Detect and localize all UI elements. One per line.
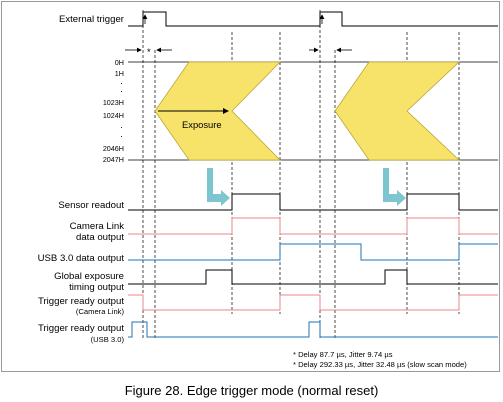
timing-diagram: External trigger * 0H 1H · · 1023H 1024H… — [38, 10, 498, 369]
diagram-frame: External trigger * 0H 1H · · 1023H 1024H… — [1, 1, 500, 372]
row-label-0h: 0H — [115, 58, 124, 67]
row-label-2047h: 2047H — [103, 155, 124, 164]
global-exposure-label-line1: Global exposure — [54, 271, 124, 282]
row-ellipsis: · — [120, 78, 123, 88]
trigger-ready-usb-trace — [128, 321, 498, 338]
delay-asterisk: * — [147, 47, 151, 58]
row-ellipsis: · — [120, 131, 123, 141]
camera-link-label-line1: Camera Link — [70, 221, 125, 232]
note-delay-slow: * Delay 292.33 µs, Jitter 32.48 µs (slow… — [293, 360, 467, 369]
exposure-region — [334, 61, 461, 161]
sensor-readout-trace — [128, 193, 498, 211]
exposure-label: Exposure — [182, 119, 222, 130]
figure-caption: Figure 28. Edge trigger mode (normal res… — [124, 383, 379, 398]
row-ellipsis: · — [120, 122, 123, 132]
guide-lines — [142, 10, 460, 340]
row-label-1024h: 1024H — [103, 111, 124, 120]
row-label-1h: 1H — [115, 69, 124, 78]
usb-data-trace — [128, 243, 498, 261]
external-trigger-trace — [128, 11, 498, 27]
camera-link-label-line2: data output — [76, 232, 124, 243]
delay-marker: * — [125, 47, 352, 58]
trigger-ready-cl-trace — [128, 294, 498, 311]
row-label-2046h: 2046H — [103, 144, 124, 153]
usb-data-label: USB 3.0 data output — [38, 253, 125, 264]
note-delay-normal: * Delay 87.7 µs, Jitter 9.74 µs — [293, 350, 393, 359]
camera-link-trace — [128, 217, 498, 235]
external-trigger-label: External trigger — [59, 14, 125, 25]
sensor-readout-label: Sensor readout — [58, 200, 124, 211]
row-label-1023h: 1023H — [103, 98, 124, 107]
row-ellipsis: · — [120, 86, 123, 96]
readout-arrow-icon — [383, 168, 406, 206]
global-exposure-trace — [128, 269, 498, 285]
readout-arrow-icon — [207, 168, 230, 206]
global-exposure-label-line2: timing output — [69, 282, 124, 293]
trigger-ready-usb-sublabel: (USB 3.0) — [91, 335, 125, 344]
trigger-ready-cl-label: Trigger ready output — [38, 296, 124, 307]
trigger-ready-cl-sublabel: (Camera Link) — [76, 307, 125, 316]
trigger-ready-usb-label: Trigger ready output — [38, 323, 124, 334]
